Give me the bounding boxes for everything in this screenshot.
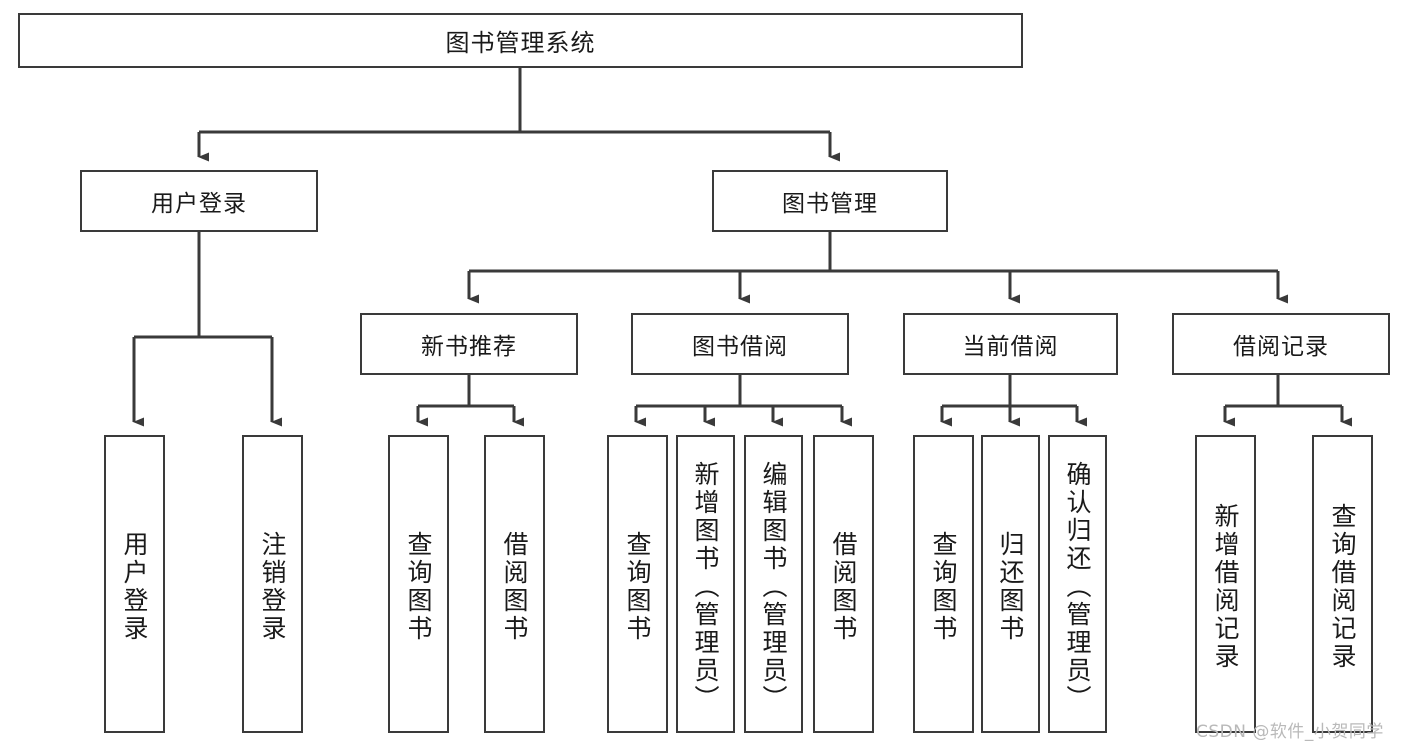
leaf-query-book-current-label: 查询图书	[929, 531, 958, 643]
leaf-add-book-admin-label: 新增图书（管理员）	[691, 461, 720, 713]
leaf-borrow-book-label: 借阅图书	[829, 531, 858, 643]
leaf-query-book-recommend[interactable]: 查询图书	[388, 435, 449, 733]
node-user-login[interactable]: 用户登录	[80, 170, 318, 232]
leaf-query-book-current[interactable]: 查询图书	[913, 435, 974, 733]
leaf-query-book-recommend-label: 查询图书	[404, 531, 433, 643]
node-borrow-record[interactable]: 借阅记录	[1172, 313, 1390, 375]
leaf-edit-book-admin[interactable]: 编辑图书（管理员）	[744, 435, 803, 733]
leaf-borrow-book[interactable]: 借阅图书	[813, 435, 874, 733]
node-current-borrow[interactable]: 当前借阅	[903, 313, 1118, 375]
leaf-user-login-label: 用户登录	[120, 531, 149, 643]
leaf-confirm-return-admin-label: 确认归还（管理员）	[1063, 461, 1092, 713]
leaf-confirm-return-admin[interactable]: 确认归还（管理员）	[1048, 435, 1107, 733]
node-book-management[interactable]: 图书管理	[712, 170, 948, 232]
node-new-book-recommend[interactable]: 新书推荐	[360, 313, 578, 375]
leaf-query-borrow-record[interactable]: 查询借阅记录	[1312, 435, 1373, 733]
node-borrow-record-label: 借阅记录	[1233, 334, 1329, 360]
csdn-watermark: CSDN @软件_小贺同学	[1196, 722, 1384, 742]
leaf-return-book[interactable]: 归还图书	[981, 435, 1040, 733]
node-book-borrow-label: 图书借阅	[692, 334, 788, 360]
node-user-login-label: 用户登录	[151, 191, 247, 217]
node-book-borrow[interactable]: 图书借阅	[631, 313, 849, 375]
leaf-logout-label: 注销登录	[258, 531, 287, 643]
leaf-borrow-book-recommend[interactable]: 借阅图书	[484, 435, 545, 733]
node-root[interactable]: 图书管理系统	[18, 13, 1023, 68]
leaf-logout[interactable]: 注销登录	[242, 435, 303, 733]
node-root-label: 图书管理系统	[445, 29, 596, 57]
leaf-user-login[interactable]: 用户登录	[104, 435, 165, 733]
leaf-add-borrow-record[interactable]: 新增借阅记录	[1195, 435, 1256, 733]
leaf-edit-book-admin-label: 编辑图书（管理员）	[759, 461, 788, 713]
leaf-query-borrow-record-label: 查询借阅记录	[1328, 503, 1357, 671]
leaf-return-book-label: 归还图书	[996, 531, 1025, 643]
node-book-management-label: 图书管理	[782, 191, 878, 217]
leaf-add-book-admin[interactable]: 新增图书（管理员）	[676, 435, 735, 733]
leaf-query-book-borrow[interactable]: 查询图书	[607, 435, 668, 733]
node-new-book-recommend-label: 新书推荐	[421, 334, 517, 360]
leaf-add-borrow-record-label: 新增借阅记录	[1211, 503, 1240, 671]
leaf-borrow-book-recommend-label: 借阅图书	[500, 531, 529, 643]
leaf-query-book-borrow-label: 查询图书	[623, 531, 652, 643]
node-current-borrow-label: 当前借阅	[962, 334, 1059, 360]
